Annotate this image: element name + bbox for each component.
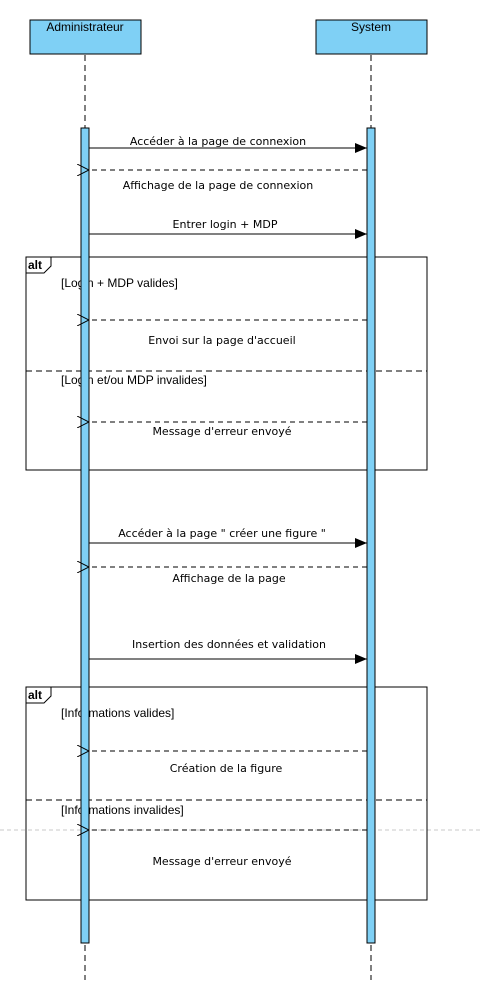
activation-bar-system <box>366 127 376 944</box>
message-8: Insertion des données et validation <box>89 638 367 664</box>
lifeline-label-system: System <box>351 20 391 34</box>
activation-bar-admin <box>80 127 90 944</box>
message-5: Message d'erreur envoyé <box>89 422 367 438</box>
lifeline-head-admin: Administrateur <box>29 19 142 55</box>
lifeline-head-system: System <box>315 19 428 55</box>
guard-condition: [Login et/ou MDP invalides] <box>61 373 207 387</box>
message-label: Création de la figure <box>170 762 283 775</box>
message-label: Entrer login + MDP <box>173 218 278 231</box>
message-label: Message d'erreur envoyé <box>152 425 291 438</box>
message-2: Affichage de la page de connexion <box>89 170 367 192</box>
message-1: Accéder à la page de connexion <box>89 135 367 153</box>
message-9: Création de la figure <box>89 751 367 775</box>
message-label: Accéder à la page " créer une figure " <box>118 527 326 540</box>
message-label: Envoi sur la page d'accueil <box>148 334 295 347</box>
message-7: Affichage de la page <box>89 567 367 585</box>
guard-condition: [Informations valides] <box>61 706 174 720</box>
alt-fragment-figure: alt [Informations valides] [Informations… <box>25 686 428 901</box>
message-label: Affichage de la page de connexion <box>123 179 314 192</box>
message-label: Affichage de la page <box>172 572 285 585</box>
message-label: Message d'erreur envoyé <box>152 855 291 868</box>
alt-tag: alt <box>28 688 42 702</box>
alt-tag: alt <box>28 258 42 272</box>
guard-condition: [Login + MDP valides] <box>61 276 178 290</box>
message-4: Envoi sur la page d'accueil <box>89 320 367 347</box>
lifeline-label-admin: Administrateur <box>46 20 123 34</box>
message-10: Message d'erreur envoyé <box>89 830 367 868</box>
alt-fragment-login: alt [Login + MDP valides] [Login et/ou M… <box>25 256 428 471</box>
message-label: Insertion des données et validation <box>132 638 326 651</box>
message-3: Entrer login + MDP <box>89 218 367 239</box>
guard-condition: [Informations invalides] <box>61 803 184 817</box>
message-label: Accéder à la page de connexion <box>130 135 306 148</box>
message-6: Accéder à la page " créer une figure " <box>89 527 367 548</box>
